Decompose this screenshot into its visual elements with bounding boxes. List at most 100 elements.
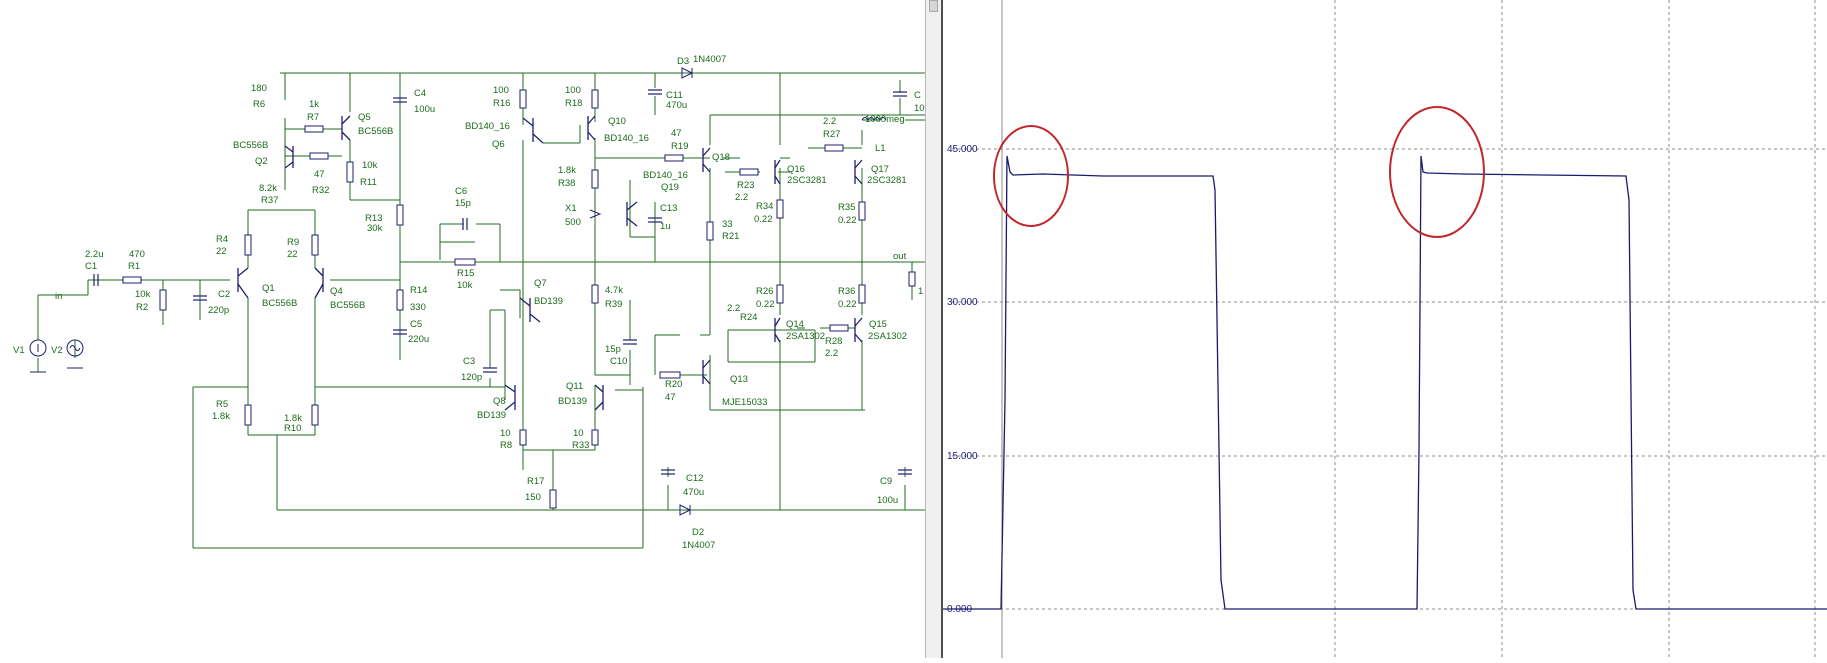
label-r9-value: 22 [287,249,298,260]
label-r10-value: 1.8k [284,413,302,424]
schematic-canvas[interactable]: 180 R6 1k R7 Q5 BC556B BC556B Q2 47 R32 … [0,0,925,658]
label-c3-value: 120p [461,372,482,383]
label-r7-value: 1k [309,99,319,110]
label-r28-value: 2.2 [825,348,838,359]
label-r26-value: 0.22 [756,299,775,310]
label-r28: R28 [825,336,842,347]
highlight-circle-second-overshoot [1389,106,1485,238]
label-r13-value: 30k [367,223,383,234]
label-d3: D3 [677,56,689,67]
label-v2: V2 [51,345,63,356]
label-v1: V1 [13,345,25,356]
label-q13-type: MJE15033 [722,397,767,408]
label-q10-type: BD140_16 [604,133,649,144]
label-q1: Q1 [262,283,275,294]
label-r33: R33 [572,440,589,451]
label-r16-value: 100 [493,85,509,96]
label-r8-value: 10 [500,428,511,439]
label-c12-value: 470u [683,487,704,498]
label-q15-type: 2SA1302 [868,331,907,342]
label-q8-type: BD139 [477,410,506,421]
label-r20: R20 [665,379,682,390]
label-r14: R14 [410,285,427,296]
label-r17: R17 [527,476,544,487]
label-r18: R18 [565,98,582,109]
label-q19: Q19 [661,182,679,193]
label-c-partial-value: 10 [914,103,925,114]
label-q19-type: BD140_16 [643,170,688,181]
label-r36-value: 0.22 [838,299,857,310]
label-r15: R15 [457,268,474,279]
label-q7-type: BD139 [534,296,563,307]
label-q16-type: 2SC3281 [787,175,827,186]
label-q2: Q2 [255,156,268,167]
label-q10: Q10 [608,116,626,127]
label-r5: R5 [216,399,228,410]
label-r6: R6 [253,99,265,110]
label-q13: Q13 [730,374,748,385]
label-q17-type: 2SC3281 [867,175,907,186]
splitter-grip[interactable] [929,0,938,12]
label-r18-value: 100 [565,85,581,96]
label-q17: Q17 [871,164,889,175]
label-c2-value: 220p [208,305,229,316]
label-x1-value: 500 [565,217,581,228]
label-c10: C10 [610,356,627,367]
label-d3-type: 1N4007 [693,54,726,65]
label-r36: R36 [838,286,855,297]
label-r19: R19 [671,141,688,152]
label-r4: R4 [216,234,228,245]
label-c11: C11 [666,90,683,101]
label-r34-value: 0.22 [754,214,773,225]
label-q11: Q11 [566,381,583,392]
label-c13-value: 1u [660,221,671,232]
label-r4-value: 22 [216,246,227,257]
highlight-circle-first-overshoot [993,125,1069,227]
amplifier-schematic: 180 R6 1k R7 Q5 BC556B BC556B Q2 47 R32 … [13,54,925,551]
label-q11-type: BD139 [558,396,587,407]
label-c1: C1 [85,261,97,272]
label-r16: R16 [493,98,510,109]
label-r38-value: 1.8k [558,165,576,176]
label-r1-value: 470 [129,249,145,260]
label-out: out [893,251,907,262]
label-r2-value: 10k [135,289,151,300]
label-d2-type: 1N4007 [682,540,715,551]
label-q8: Q8 [493,396,506,407]
label-q2-type: BC556B [233,140,268,151]
label-r35-value: 0.22 [838,215,857,226]
label-r6-value: 180 [251,83,267,94]
label-r37-value: 8.2k [259,183,277,194]
label-r32: R32 [312,185,329,196]
label-r8: R8 [500,440,512,451]
label-r34: R34 [756,201,773,212]
label-r27: R27 [823,129,840,140]
label-c6: C6 [455,186,467,197]
label-r14-value: 330 [410,302,426,313]
label-r5-value: 1.8k [212,411,230,422]
waveform-plot: 45.000 30.000 15.000 0.000 [943,0,1827,658]
label-c-partial: C [914,90,921,101]
y-tick-45: 45.000 [947,144,978,155]
label-r2: R2 [136,302,148,313]
waveform-plot-panel[interactable]: 45.000 30.000 15.000 0.000 [943,0,1827,658]
label-r9: R9 [287,237,299,248]
label-r1: R1 [128,261,140,272]
y-tick-30: 30.000 [947,297,978,308]
panel-splitter[interactable] [925,0,944,658]
label-r35: R35 [838,202,855,213]
output-waveform-trace [943,155,1827,610]
label-q4-type: BC556B [330,300,365,311]
label-c6-value: 15p [455,198,471,209]
label-r7: R7 [307,112,319,123]
label-r26: R26 [756,286,773,297]
label-r13: R13 [365,213,382,224]
label-q5-type: BC556B [358,126,393,137]
label-q6-type: BD140_16 [465,121,510,132]
label-r10: R10 [284,423,301,434]
label-x1: X1 [565,203,577,214]
label-r37: R37 [261,195,278,206]
label-r15-value: 10k [457,280,473,291]
label-q7: Q7 [534,278,547,289]
label-r17-value: 150 [525,492,541,503]
